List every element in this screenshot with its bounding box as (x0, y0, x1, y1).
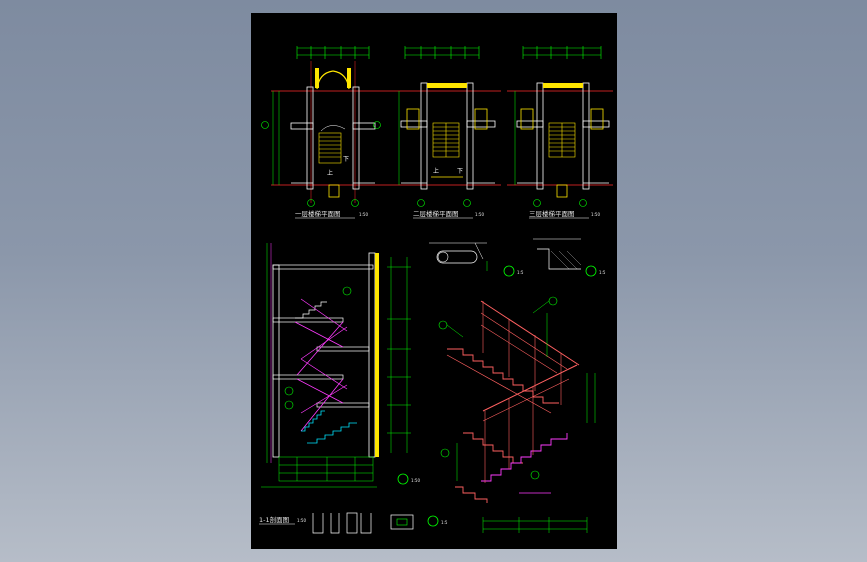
detail-2-scale: 1:5 (599, 270, 606, 275)
plan-1-title: 一层楼梯平面图 (295, 209, 341, 218)
floor-plan-1: 下 上 一层楼梯平面图 1:50 (261, 46, 391, 219)
svg-text:上: 上 (327, 169, 333, 177)
section-title: 1-1剖面图 (259, 515, 289, 524)
plan-3-title: 三层楼梯平面图 (529, 209, 575, 218)
section-scale: 1:50 (297, 518, 306, 523)
plan-1-scale: 1:50 (359, 212, 368, 217)
floor-plan-3: 三层楼梯平面图 1:50 (507, 46, 613, 219)
floor-plan-2: 上 下 二层楼梯平面图 1:50 (391, 46, 501, 219)
detail-1-scale: 1:5 (517, 270, 524, 275)
section-detail-scale: 1:50 (411, 478, 420, 483)
handrail-details: 1:5 1:5 (429, 238, 606, 277)
svg-text:上: 上 (433, 167, 439, 175)
stair-section: 1:50 1-1剖面图 1:50 (259, 243, 420, 525)
isometric-stair (438, 296, 596, 533)
cad-drawing: 下 上 一层楼梯平面图 1:50 (259, 46, 613, 534)
detail-4-scale: 1:5 (441, 520, 448, 525)
svg-text:下: 下 (343, 156, 349, 163)
svg-text:下: 下 (457, 168, 463, 175)
plan-3-scale: 1:50 (591, 212, 600, 217)
drawing-sheet: 下 上 一层楼梯平面图 1:50 (251, 13, 617, 549)
detail-sections-bottom: 1:5 (312, 512, 448, 534)
plan-2-title: 二层楼梯平面图 (413, 209, 459, 218)
plan-2-scale: 1:50 (475, 212, 484, 217)
